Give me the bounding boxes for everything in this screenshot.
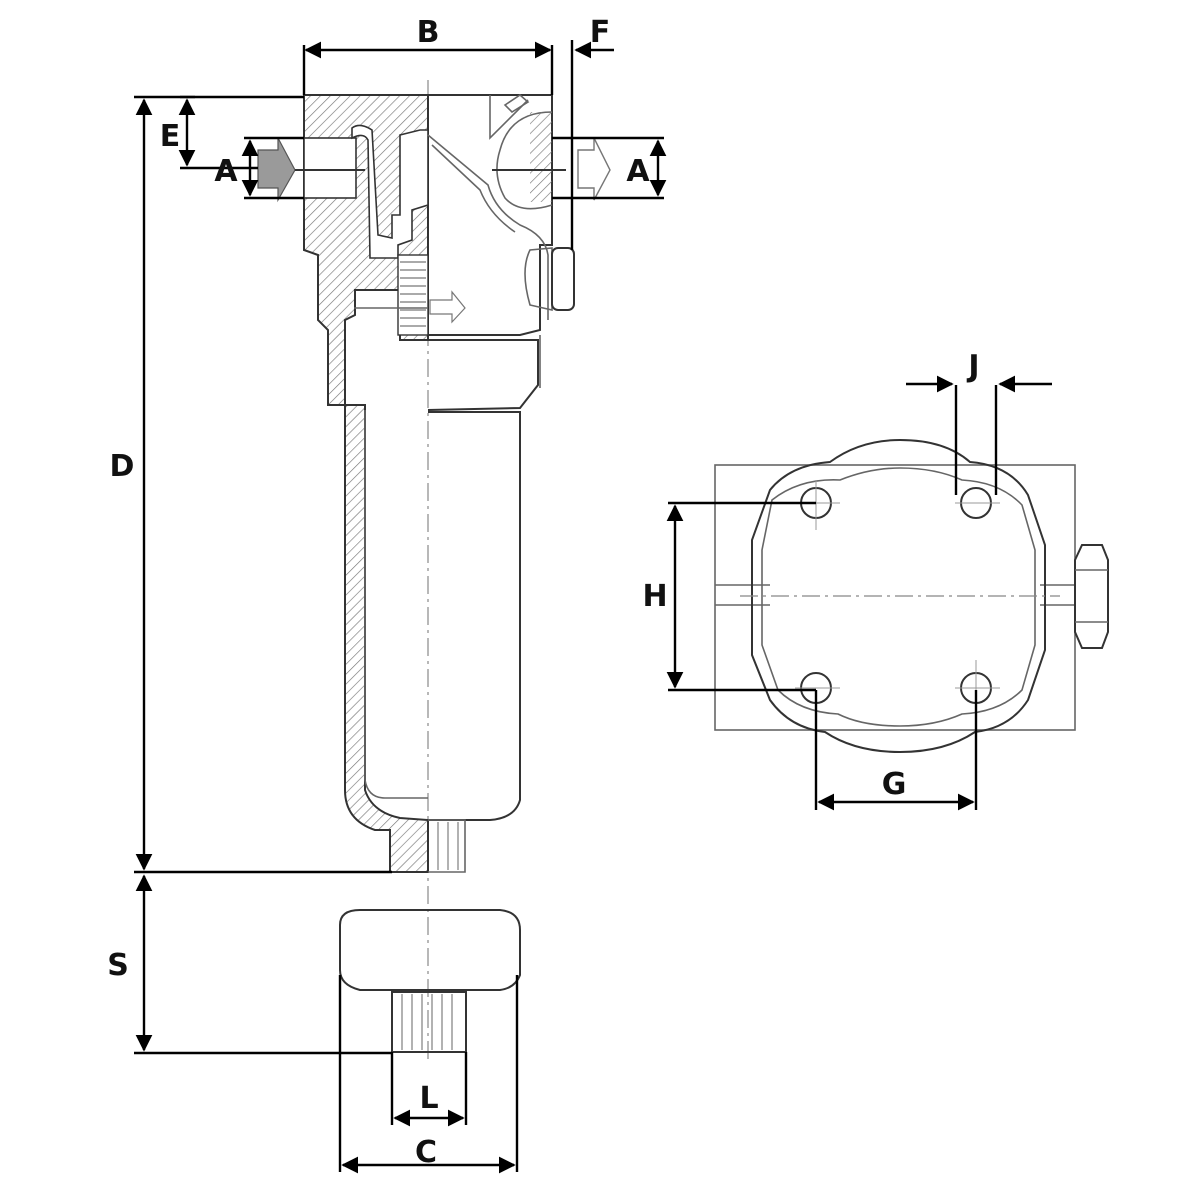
label-s: S xyxy=(107,948,129,983)
vent-plug xyxy=(503,93,530,114)
label-c: C xyxy=(415,1135,437,1170)
label-a-right: A xyxy=(626,154,650,189)
inlet-port-bore xyxy=(303,137,357,199)
thread-lines xyxy=(400,261,426,327)
head-inner-outline xyxy=(761,467,1036,727)
threaded-insert xyxy=(397,254,429,336)
label-g: G xyxy=(882,767,907,802)
outlet-wall-hatch xyxy=(530,112,552,202)
bolt-hole-top-left xyxy=(795,480,840,530)
outlet-flow-arrow xyxy=(577,137,611,201)
label-e: E xyxy=(160,119,181,154)
clogging-indicator xyxy=(551,247,575,311)
label-h: H xyxy=(642,579,667,614)
inner-flow-passage xyxy=(351,124,429,259)
side-section-view xyxy=(257,80,611,1060)
bypass-valve-spring xyxy=(431,144,516,233)
side-dimensions: B F D E A A S L xyxy=(107,15,667,1174)
indicator-hex-top-view xyxy=(1074,544,1109,649)
label-l: L xyxy=(419,1081,438,1116)
top-dimensions: H G J xyxy=(642,349,1052,811)
bowl-wall-hatched xyxy=(344,404,429,873)
bolt-hole-bottom-left xyxy=(795,672,840,704)
filter-element xyxy=(428,411,521,821)
label-d: D xyxy=(110,449,135,484)
label-b: B xyxy=(417,15,440,50)
top-view xyxy=(714,438,1109,754)
label-j: J xyxy=(966,349,979,384)
vent-channel xyxy=(489,95,529,140)
label-a-left: A xyxy=(214,154,238,189)
element-left-outline xyxy=(364,410,428,799)
cap-knurl-lines xyxy=(401,994,453,1050)
bowl-cap xyxy=(339,909,521,991)
head-flange-outline xyxy=(751,438,1046,754)
indicator-housing xyxy=(524,247,553,312)
drain-knurl xyxy=(437,822,459,870)
label-f: F xyxy=(590,15,611,50)
bowl-neck-right xyxy=(427,339,539,411)
cap-knurl-stem xyxy=(391,991,467,1053)
bolt-hole-bottom-right xyxy=(955,660,1000,715)
bolt-hole-top-right xyxy=(955,487,1000,519)
bypass-valve-body xyxy=(427,134,549,320)
outlet-bore-curve xyxy=(496,111,553,210)
inlet-flow-arrow xyxy=(257,137,296,203)
drain-plug xyxy=(428,819,466,873)
internal-flow-arrow xyxy=(429,290,466,324)
